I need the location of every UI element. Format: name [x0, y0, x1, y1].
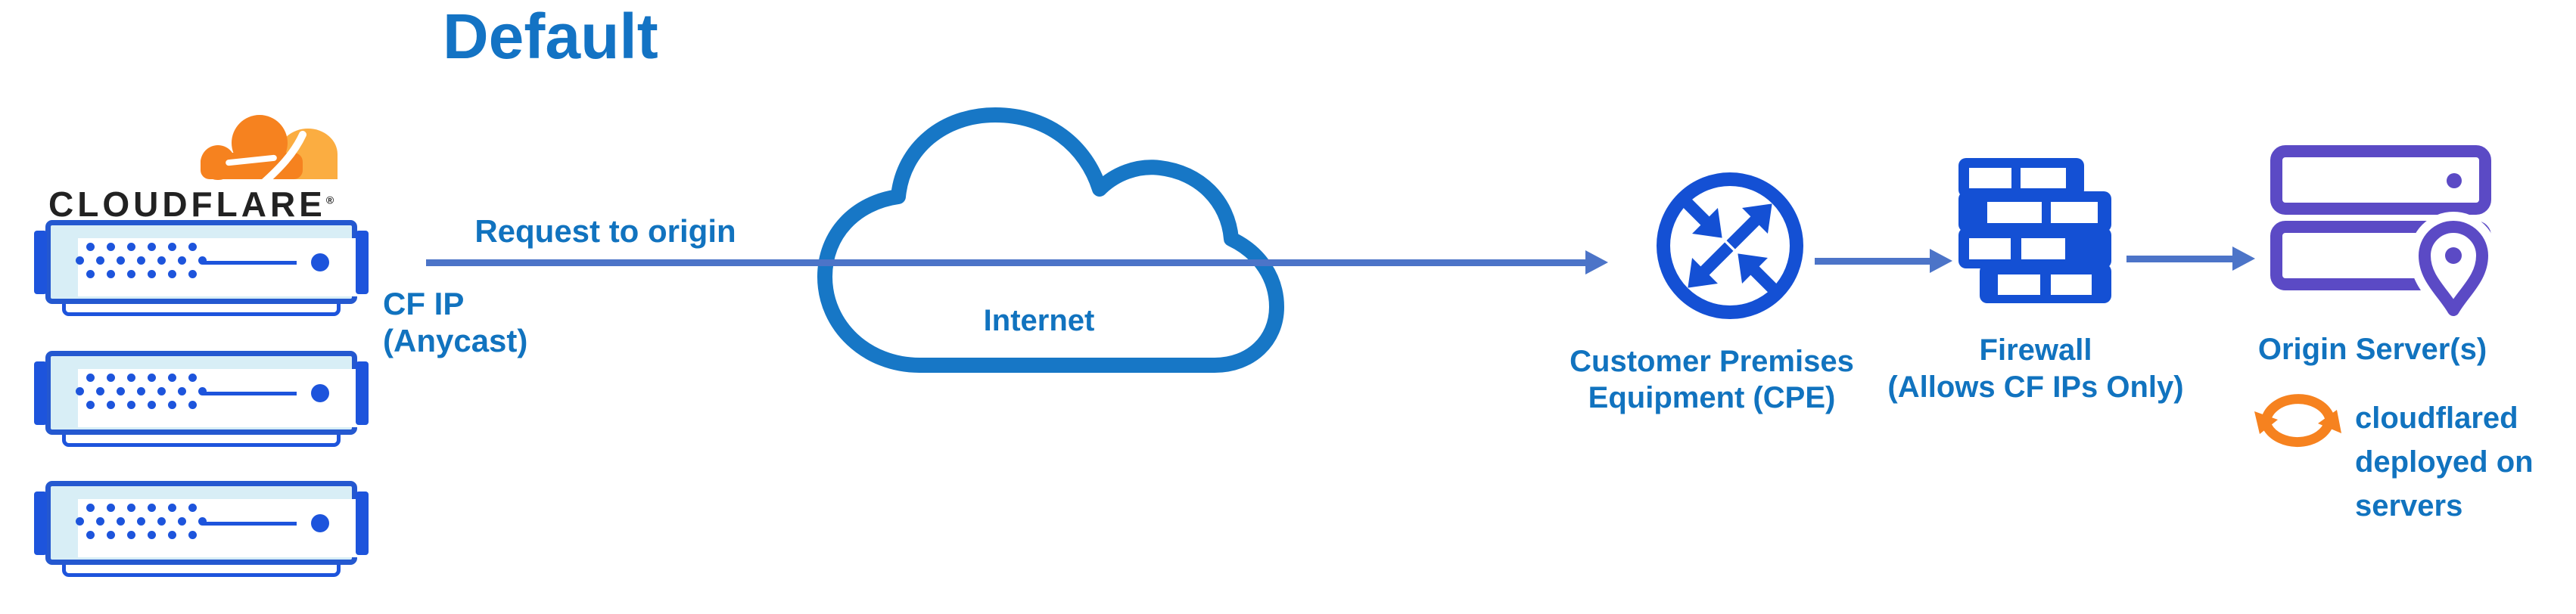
- cloudflare-wordmark: CLOUDFLARE®: [48, 185, 334, 224]
- cloudflared-note: cloudflared deployed on servers: [2355, 402, 2534, 523]
- server-slot: [203, 261, 297, 265]
- server-power-led: [311, 253, 329, 271]
- origin-servers-label: Origin Server(s): [2257, 333, 2487, 366]
- cloudflared-sync-icon: [2254, 394, 2341, 448]
- server-vent-dots: [76, 243, 207, 284]
- server-mount-left: [34, 492, 47, 555]
- firewall-icon: [1958, 158, 2111, 303]
- page-title: Default: [443, 1, 658, 72]
- registered-mark: ®: [325, 194, 334, 206]
- request-to-origin-label: Request to origin: [474, 213, 736, 249]
- request-arrow-line: [426, 259, 1587, 266]
- cloudflare-edge-server-icon: [34, 481, 369, 579]
- server-chassis: [45, 220, 359, 304]
- cpe-to-firewall-arrow-line: [1815, 258, 1930, 265]
- server-mount-right: [356, 492, 369, 555]
- request-arrow-head-icon: [1585, 250, 1608, 274]
- firewall-to-origin-arrow-head-icon: [2232, 247, 2255, 271]
- cpe-router-icon: [1657, 172, 1803, 319]
- server-power-led: [311, 384, 329, 402]
- origin-servers-icon: [2270, 145, 2497, 325]
- server-mount-right: [356, 361, 369, 425]
- cf-ip-anycast-label: CF IP (Anycast): [383, 286, 528, 358]
- internet-label: Internet: [983, 304, 1095, 337]
- cpe-to-firewall-arrow-head-icon: [1930, 249, 1952, 273]
- firewall-label: Firewall (Allows CF IPs Only): [1887, 333, 2184, 404]
- cloudflare-edge-server-icon: [34, 351, 369, 449]
- firewall-to-origin-arrow-line: [2126, 256, 2232, 262]
- server-mount-right: [356, 231, 369, 294]
- server-slot: [203, 522, 297, 526]
- cpe-label: Customer Premises Equipment (CPE): [1570, 345, 1854, 414]
- server-mount-left: [34, 361, 47, 425]
- cloudflare-edge-server-icon: [34, 220, 369, 318]
- internet-cloud-icon: [817, 107, 1284, 373]
- server-mount-left: [34, 231, 47, 294]
- server-slot: [203, 392, 297, 395]
- server-power-led: [311, 514, 329, 532]
- server-vent-dots: [76, 504, 207, 544]
- server-vent-dots: [76, 374, 207, 414]
- cloudflare-logo-cloud-icon: [201, 115, 338, 187]
